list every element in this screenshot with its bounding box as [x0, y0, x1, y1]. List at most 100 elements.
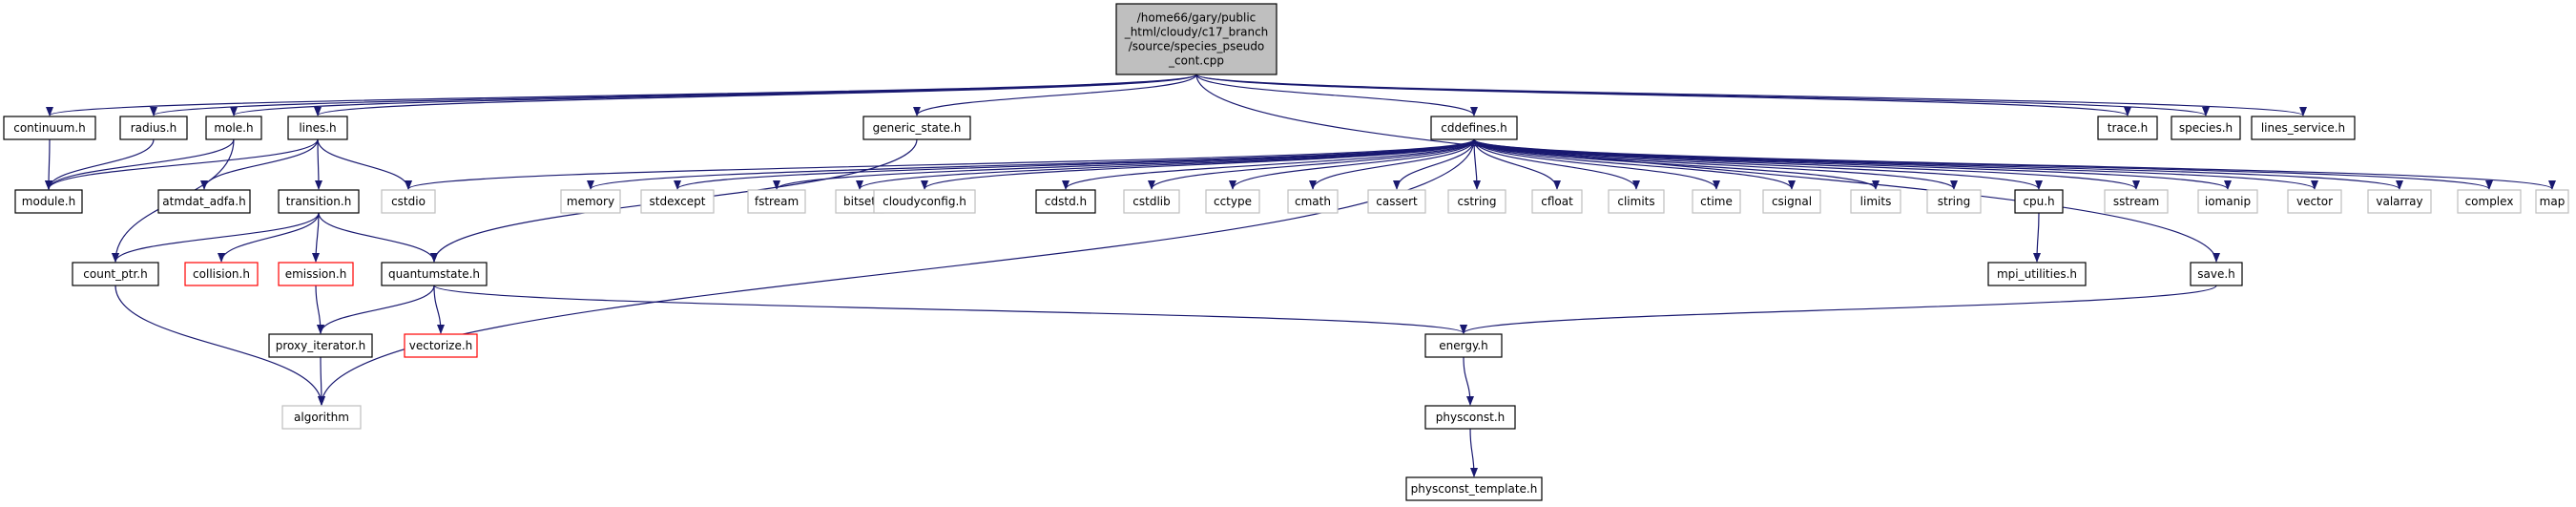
node-mpi-utilities[interactable]: mpi_utilities.h [1987, 262, 2087, 286]
node-climits-label-line-0: climits [1617, 195, 1654, 208]
node-continuum-label-line-0: continuum.h [13, 121, 86, 135]
node-valarray-label-line-0: valarray [2376, 195, 2422, 208]
node-module-label-line-0: module.h [22, 195, 75, 208]
node-cstring-label-line-0: cstring [1457, 195, 1496, 208]
node-memory-box [560, 189, 621, 214]
node-save[interactable]: save.h [2190, 262, 2243, 286]
node-transition[interactable]: transition.h [278, 189, 360, 214]
node-cstdio-box [381, 189, 436, 214]
node-radius-label-line-0: radius.h [131, 121, 177, 135]
node-string: string [1926, 189, 1982, 214]
node-proxy-iterator[interactable]: proxy_iterator.h [268, 333, 373, 358]
edge-root-to-lines-service [1195, 74, 2307, 116]
node-collision[interactable]: collision.h [184, 262, 259, 286]
edge-lines-to-transition [314, 138, 322, 190]
node-proxy-iterator-label-line-0: proxy_iterator.h [276, 339, 365, 352]
edge-cddefines-to-map [1473, 138, 2556, 190]
edge-cpu-to-mpi-utilities [2033, 212, 2042, 263]
node-climits: climits [1608, 189, 1665, 214]
node-root[interactable]: /home66/gary/public_html/cloudy/c17_bran… [1115, 3, 1278, 75]
node-quantumstate[interactable]: quantumstate.h [381, 262, 488, 286]
node-continuum[interactable]: continuum.h [3, 116, 96, 140]
node-cfloat: cfloat [1531, 189, 1583, 214]
edge-quantumstate-to-proxy-iterator [317, 285, 435, 334]
node-limits: limits [1850, 189, 1901, 214]
node-vectorize[interactable]: vectorize.h [404, 333, 478, 358]
node-limits-label-line-0: limits [1860, 195, 1892, 208]
edge-cddefines-to-limits [1473, 138, 1880, 190]
node-vectorize-box [404, 333, 478, 358]
node-cmath-box [1287, 189, 1339, 214]
node-cassert: cassert [1367, 189, 1426, 214]
node-fstream-box [747, 189, 806, 214]
node-cstring-box [1447, 189, 1506, 214]
node-cpu[interactable]: cpu.h [2014, 189, 2064, 214]
edge-energy-to-physconst [1463, 356, 1474, 406]
node-cddefines-label-line-0: cddefines.h [1441, 121, 1506, 135]
node-count-ptr-box [72, 262, 159, 286]
node-radius-box [119, 116, 188, 140]
node-stdexcept-box [640, 189, 715, 214]
edge-cddefines-to-vector [1473, 138, 2318, 190]
edge-cddefines-to-ctime [1473, 138, 1720, 190]
edge-root-to-generic-state [913, 74, 1197, 116]
node-lines[interactable]: lines.h [287, 116, 348, 140]
node-emission[interactable]: emission.h [278, 262, 354, 286]
edge-lines-to-atmdat-adfa [200, 138, 319, 190]
edge-quantumstate-to-vectorize [433, 285, 445, 334]
node-cassert-box [1367, 189, 1426, 214]
node-algorithm-box [281, 405, 362, 430]
edge-root-to-mole [230, 74, 1197, 116]
node-root-label-line-0: /home66/gary/public [1137, 11, 1257, 25]
node-climits-box [1608, 189, 1665, 214]
edge-lines-to-module [45, 138, 319, 190]
edge-mole-to-module [45, 138, 235, 190]
node-algorithm-label-line-0: algorithm [294, 411, 349, 424]
node-quantumstate-label-line-0: quantumstate.h [388, 267, 480, 281]
node-cloudyconfig: cloudyconfig.h [873, 189, 976, 214]
node-limits-box [1850, 189, 1901, 214]
node-physconst-label-line-0: physconst.h [1436, 411, 1506, 424]
node-cddefines-box [1430, 116, 1518, 140]
node-mole[interactable]: mole.h [205, 116, 262, 140]
node-lines-box [287, 116, 348, 140]
edge-cddefines-to-cpu [1473, 138, 2043, 190]
node-atmdat-adfa[interactable]: atmdat_adfa.h [157, 189, 251, 214]
node-module[interactable]: module.h [14, 189, 83, 214]
node-generic-state-box [862, 116, 971, 140]
node-atmdat-adfa-box [157, 189, 251, 214]
node-csignal-box [1762, 189, 1821, 214]
node-cstdlib: cstdlib [1123, 189, 1180, 214]
edge-root-to-continuum [46, 74, 1197, 116]
node-lines-service-label-line-0: lines_service.h [2261, 121, 2345, 135]
node-emission-box [278, 262, 354, 286]
node-collision-box [184, 262, 259, 286]
node-cddefines[interactable]: cddefines.h [1430, 116, 1518, 140]
node-energy[interactable]: energy.h [1424, 333, 1503, 358]
node-count-ptr-label-line-0: count_ptr.h [83, 267, 147, 281]
node-physconst[interactable]: physconst.h [1424, 405, 1516, 430]
node-count-ptr[interactable]: count_ptr.h [72, 262, 159, 286]
edge-cddefines-to-climits [1473, 138, 1640, 190]
node-cstdio-label-line-0: cstdio [391, 195, 426, 208]
edge-root-to-radius [150, 74, 1197, 116]
node-cdstd[interactable]: cdstd.h [1035, 189, 1096, 214]
node-root-label-line-3: _cont.cpp [1168, 54, 1224, 68]
node-species[interactable]: species.h [2171, 116, 2241, 140]
edge-save-to-energy [1460, 285, 2217, 334]
node-cstdio: cstdio [381, 189, 436, 214]
node-generic-state[interactable]: generic_state.h [862, 116, 971, 140]
node-root-label-line-1: _html/cloudy/c17_branch [1124, 26, 1269, 39]
node-trace[interactable]: trace.h [2097, 116, 2158, 140]
node-lines-service[interactable]: lines_service.h [2251, 116, 2356, 140]
edge-transition-to-emission [312, 212, 321, 263]
node-physconst-box [1424, 405, 1516, 430]
edge-proxy-iterator-to-algorithm [317, 356, 325, 406]
node-string-box [1926, 189, 1982, 214]
node-fstream: fstream [747, 189, 806, 214]
node-continuum-box [3, 116, 96, 140]
node-map-label-line-0: map [2540, 195, 2566, 208]
node-cfloat-label-line-0: cfloat [1541, 195, 1573, 208]
node-physconst-template[interactable]: physconst_template.h [1405, 476, 1543, 501]
node-radius[interactable]: radius.h [119, 116, 188, 140]
